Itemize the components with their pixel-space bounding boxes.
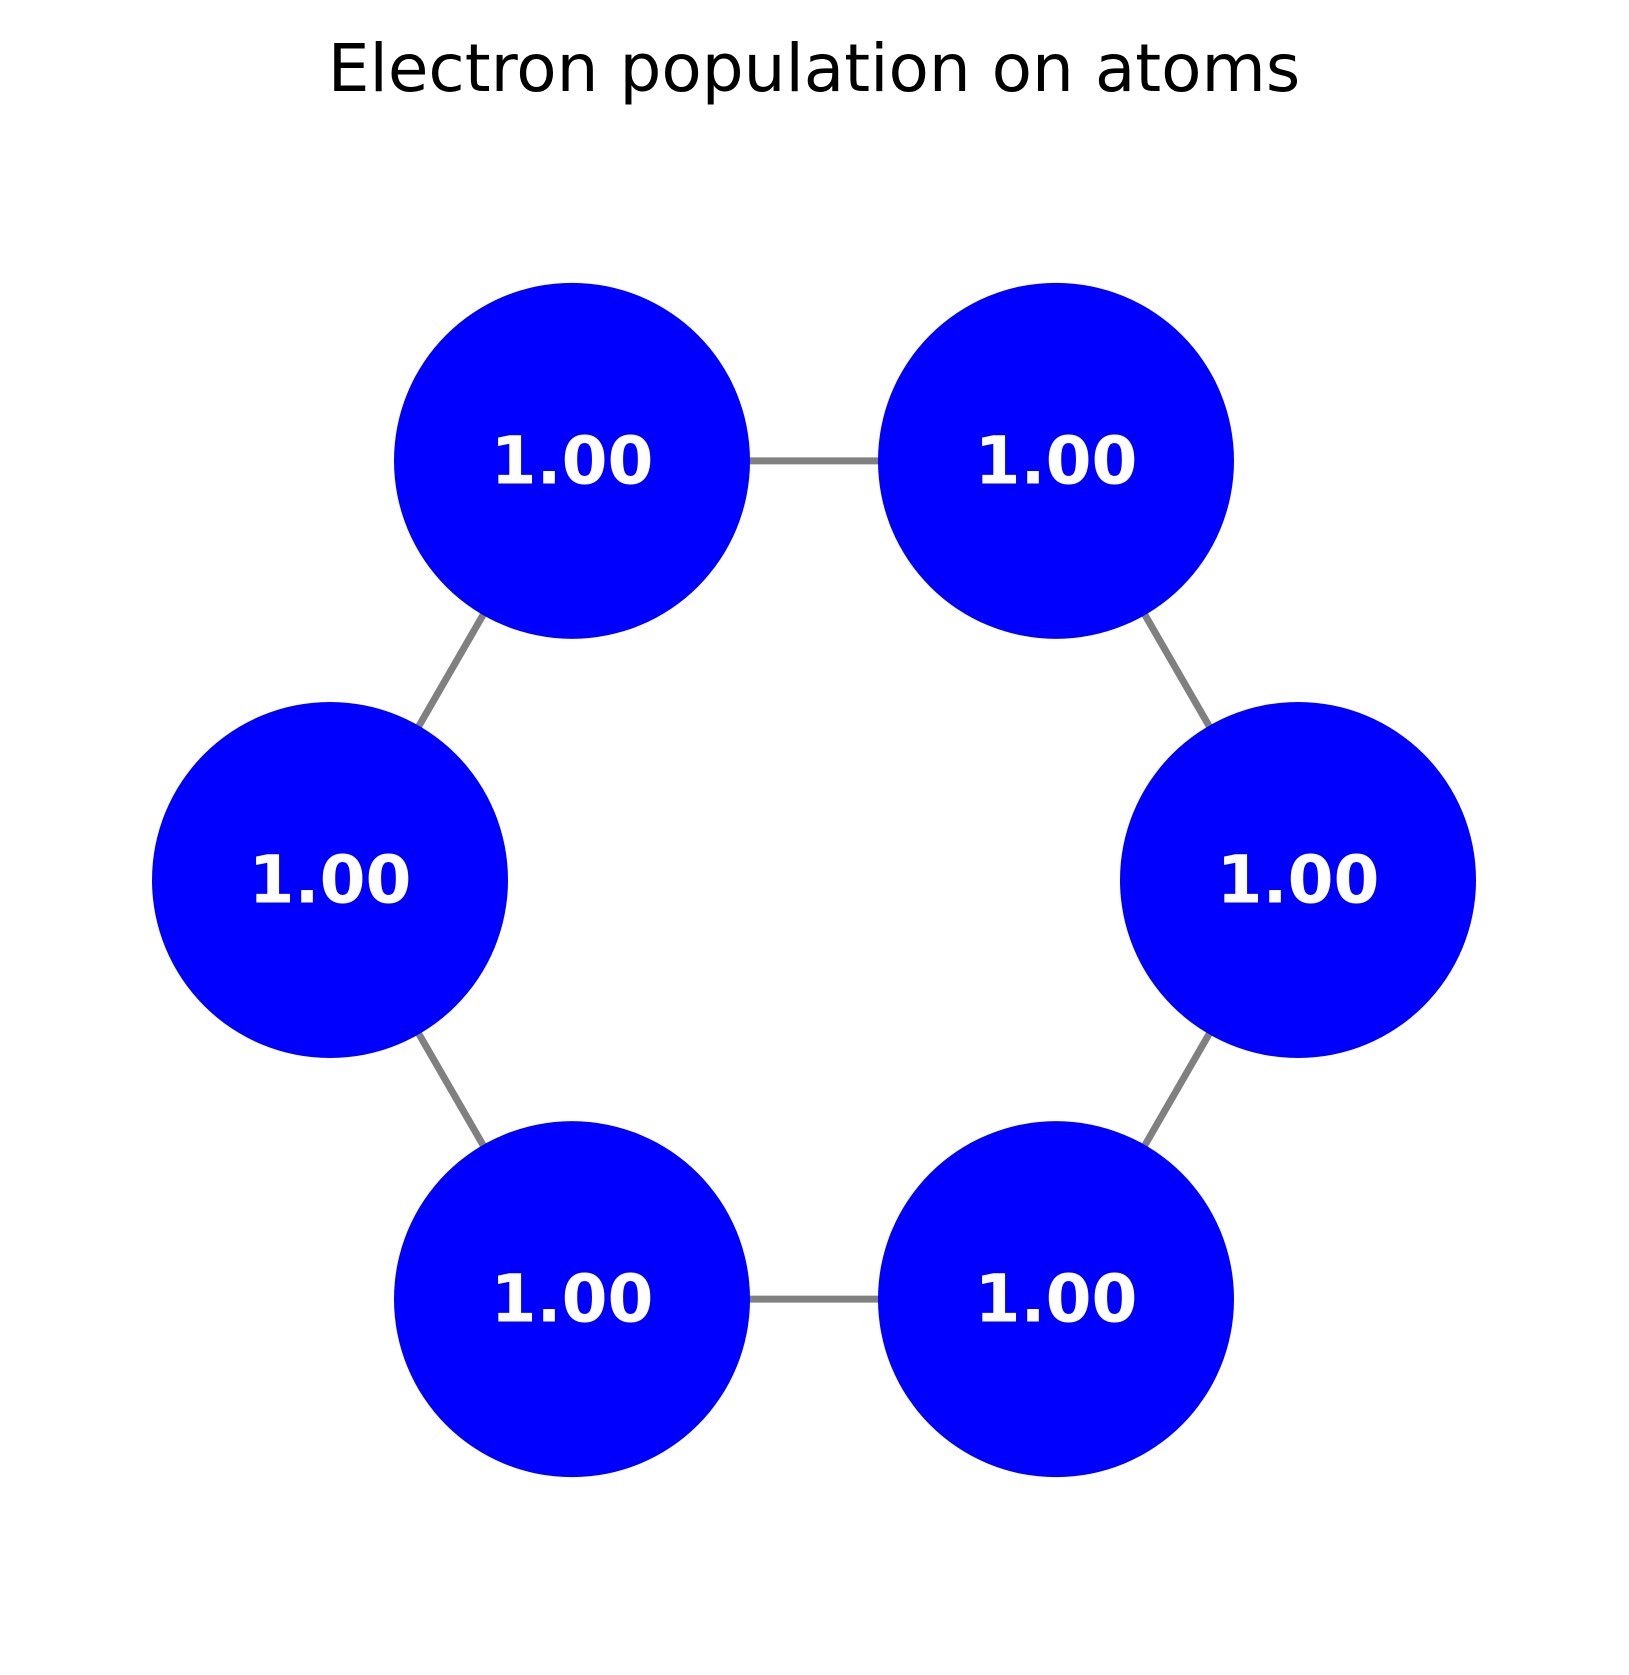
atom-population-label: 1.00 [1217,842,1380,919]
atom-5: 1.00 [394,1121,750,1478]
atom-population-label: 1.00 [491,1261,654,1338]
diagram-title: Electron population on atoms [328,30,1300,107]
atom-population-label: 1.00 [975,422,1138,499]
atom-4: 1.00 [878,1121,1234,1478]
atom-1: 1.00 [394,282,750,639]
atom-population-label: 1.00 [491,422,654,499]
atom-circle [878,1121,1234,1478]
atom-2: 1.00 [878,282,1234,639]
atom-6: 1.00 [152,702,508,1058]
atom-population-label: 1.00 [975,1261,1138,1338]
atom-circle [878,282,1234,639]
atom-population-label: 1.00 [249,842,412,919]
atom-3: 1.00 [1120,702,1476,1058]
atom-circle [1120,702,1476,1058]
atom-circle [152,702,508,1058]
atoms-layer: 1.00 1.00 1.00 1.00 1.00 1.00 [152,282,1476,1478]
atom-circle [394,282,750,639]
atom-circle [394,1121,750,1478]
